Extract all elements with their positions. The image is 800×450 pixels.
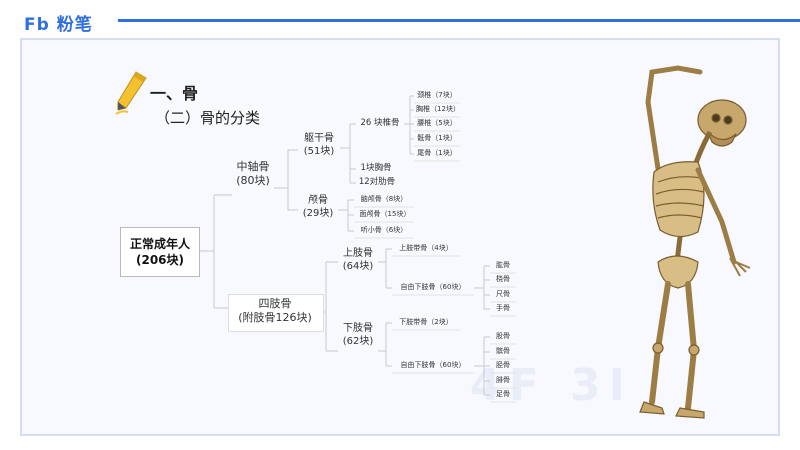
root-node: 正常成年人 (206块) <box>120 227 200 277</box>
trunk-node: 躯干骨 (51块) <box>298 133 340 158</box>
lower-label: 下肢骨 <box>343 323 373 334</box>
lower-free-item: 胫骨 <box>496 361 510 369</box>
skull-item: 面颅骨（15块） <box>359 210 411 218</box>
sternum-node: 1块胸骨 <box>360 163 392 173</box>
upper-free: 自由下肢骨（60块） <box>400 283 466 291</box>
subheading: （二）骨的分类 <box>155 109 261 127</box>
upper-free-item: 手骨 <box>496 304 510 312</box>
skull-item: 听小骨（6块） <box>360 226 408 234</box>
skeleton-illustration <box>639 65 751 419</box>
root-count: (206块) <box>135 253 185 267</box>
upper-free-item: 肱骨 <box>496 261 510 269</box>
vertebra-item: 胸椎（12块） <box>416 105 460 113</box>
ribs-node: 12对肋骨 <box>358 177 396 187</box>
trunk-count: (51块) <box>303 145 335 157</box>
vertebrae-node: 26 块椎骨 <box>360 118 400 128</box>
lower-count: (62块) <box>342 335 374 347</box>
heading: 一、骨 <box>150 84 199 103</box>
limbs-box <box>228 294 324 332</box>
vertebra-item: 颈椎（7块） <box>417 91 457 99</box>
skull-node: 颅骨 (29块) <box>298 195 338 220</box>
pen-icon <box>115 71 147 115</box>
trunk-label: 躯干骨 <box>304 133 334 144</box>
brand-logo: Fb 粉笔 <box>24 15 93 35</box>
lower-free-item: 腓骨 <box>496 376 510 384</box>
skull-label: 颅骨 <box>308 195 328 206</box>
axial-node: 中轴骨 (80块) <box>232 160 274 188</box>
root-label: 正常成年人 <box>129 236 190 251</box>
lower-free-item: 股骨 <box>496 332 510 340</box>
vertebra-item: 骶骨（1块） <box>417 134 457 142</box>
lower-free-item: 髌骨 <box>496 347 510 355</box>
lower-node: 下肢骨 (62块) <box>338 323 378 348</box>
upper-girdle: 上肢带骨（4块） <box>399 244 453 252</box>
limbs-node: 四肢骨 (附肢骨126块) <box>228 297 322 325</box>
upper-count: (64块) <box>342 260 374 272</box>
limbs-count: (附肢骨126块) <box>238 310 312 324</box>
brand-rule <box>118 19 800 22</box>
skull-count: (29块) <box>302 207 334 219</box>
upper-free-item: 尺骨 <box>496 290 510 298</box>
vertebra-item: 腰椎（5块） <box>417 119 457 127</box>
lower-free: 自由下肢骨（60块） <box>400 361 466 369</box>
upper-label: 上肢骨 <box>343 248 373 259</box>
vertebra-item: 尾骨（1块） <box>417 149 457 157</box>
top-bar: Fb 粉笔 <box>0 0 800 44</box>
upper-node: 上肢骨 (64块) <box>338 248 378 273</box>
axial-label: 中轴骨 <box>236 160 270 173</box>
lower-girdle: 下肢带骨（2块） <box>399 318 453 326</box>
axial-count: (80块) <box>236 173 270 187</box>
upper-free-item: 桡骨 <box>496 275 510 283</box>
skull-item: 脑颅骨（8块） <box>360 195 408 203</box>
lower-free-item: 足骨 <box>496 390 510 398</box>
limbs-label: 四肢骨 <box>258 297 292 310</box>
